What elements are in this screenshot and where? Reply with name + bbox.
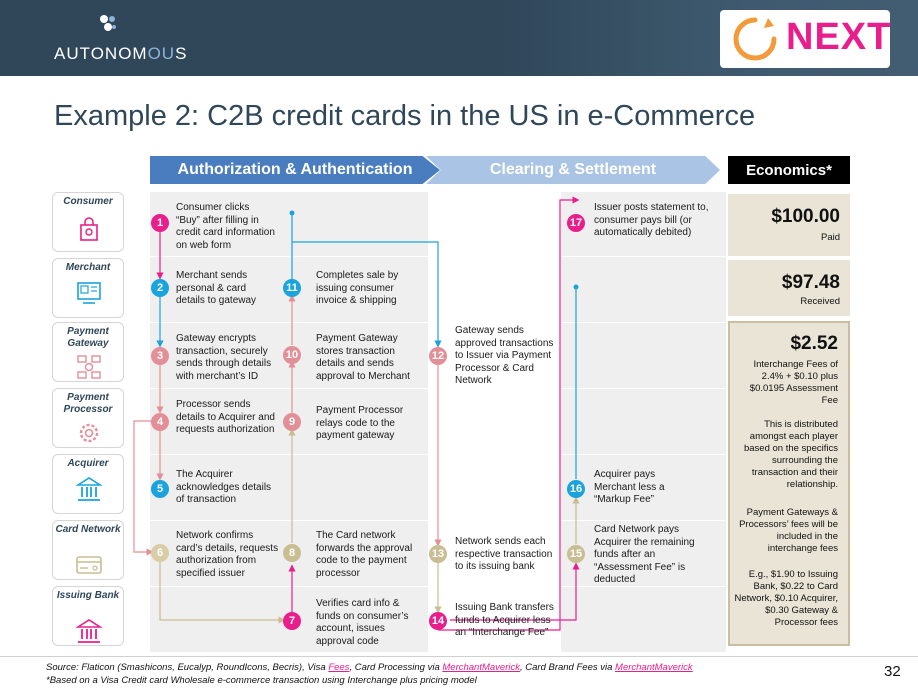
received-label: Received bbox=[800, 296, 840, 307]
actor-issuing-bank: Issuing Bank bbox=[52, 586, 124, 646]
clearing-column bbox=[428, 192, 561, 652]
step-12-marker: 12 bbox=[429, 347, 447, 365]
page-title: Example 2: C2B credit cards in the US in… bbox=[54, 100, 756, 132]
step-5-marker: 5 bbox=[151, 480, 169, 498]
paid-label: Paid bbox=[820, 232, 840, 243]
merchant-maverick-link[interactable]: MerchantMaverick bbox=[442, 662, 520, 673]
fees-amount: $2.52 bbox=[790, 333, 838, 354]
step-15-text: Card Network pays Acquirer the remaining… bbox=[594, 524, 695, 585]
step-8-marker: 8 bbox=[283, 544, 301, 562]
band-clearing: Clearing & Settlement bbox=[426, 156, 720, 184]
step-9-marker: 9 bbox=[283, 413, 301, 431]
gear-icon bbox=[79, 423, 99, 443]
footnote: *Based on a Visa Credit card Wholesale e… bbox=[46, 675, 477, 686]
shopping-bag-icon bbox=[80, 217, 98, 241]
fees-example: E.g., $1.90 to Issuing Bank, $0.22 to Ca… bbox=[734, 569, 839, 628]
bank-icon bbox=[75, 477, 103, 501]
step-5-text: The Acquirer acknowledges details of tra… bbox=[176, 469, 272, 505]
actor-payment-gateway: Payment Gateway bbox=[52, 322, 124, 382]
page-number: 32 bbox=[884, 663, 901, 680]
economics-paid-box: $100.00 Paid bbox=[728, 194, 850, 256]
economics-received-box: $97.48 Received bbox=[728, 260, 850, 316]
step-7-text: Verifies card info & funds on consumer’s… bbox=[316, 598, 409, 647]
step-1-text: Consumer clicks “Buy” after filling in c… bbox=[176, 202, 275, 251]
step-4-marker: 4 bbox=[151, 413, 169, 431]
step-17-marker: 17 bbox=[567, 214, 585, 232]
actor-acquirer: Acquirer bbox=[52, 454, 124, 514]
step-7-marker: 7 bbox=[283, 612, 301, 630]
step-6-marker: 6 bbox=[151, 544, 169, 562]
actor-card-network: Card Network bbox=[52, 520, 124, 580]
step-16-marker: 16 bbox=[567, 480, 585, 498]
step-11-marker: 11 bbox=[283, 279, 301, 297]
merchant-maverick-fees-link[interactable]: MerchantMaverick bbox=[615, 662, 693, 673]
step-14-marker: 14 bbox=[429, 612, 447, 630]
row-divider bbox=[150, 388, 726, 389]
actor-consumer: Consumer bbox=[52, 192, 124, 252]
received-amount: $97.48 bbox=[781, 272, 840, 293]
step-12-text: Gateway sends approved transactions to I… bbox=[455, 325, 554, 386]
row-divider bbox=[150, 454, 726, 455]
network-gateway-icon bbox=[77, 355, 101, 379]
step-11-text: Completes sale by issuing consumer invoi… bbox=[316, 270, 399, 306]
bank-building-icon bbox=[75, 619, 103, 643]
credit-card-icon bbox=[76, 556, 102, 574]
source-line: Source: Flaticon (Smashicons, Eucalyp, R… bbox=[46, 662, 693, 673]
step-4-text: Processor sends details to Acquirer and … bbox=[176, 399, 275, 435]
step-10-text: Payment Gateway stores transaction detai… bbox=[316, 333, 410, 382]
band-authorization: Authorization & Authentication bbox=[150, 156, 440, 184]
next-brand: NEXT bbox=[786, 16, 892, 58]
step-13-marker: 13 bbox=[429, 545, 447, 563]
step-10-marker: 10 bbox=[283, 346, 301, 364]
fees-gateway-note: Payment Gateways & Processors’ fees will… bbox=[739, 507, 838, 554]
autonomous-brand: AUTONOMOUS bbox=[54, 44, 188, 63]
step-14-text: Issuing Bank transfers funds to Acquirer… bbox=[455, 602, 554, 638]
step-3-text: Gateway encrypts transaction, securely s… bbox=[176, 333, 272, 382]
actor-merchant: Merchant bbox=[52, 258, 124, 318]
step-15-marker: 15 bbox=[567, 545, 585, 563]
storefront-icon bbox=[77, 282, 101, 304]
step-2-marker: 2 bbox=[151, 279, 169, 297]
autonomous-logo-icon bbox=[100, 15, 116, 31]
fees-distribution: This is distributed amongst each player … bbox=[743, 419, 838, 490]
step-8-text: The Card network forwards the approval c… bbox=[316, 530, 413, 579]
paid-amount: $100.00 bbox=[771, 206, 840, 227]
next-refresh-icon bbox=[733, 17, 777, 61]
row-divider bbox=[150, 322, 726, 323]
step-16-text: Acquirer pays Merchant less a “Markup Fe… bbox=[594, 469, 665, 505]
step-9-text: Payment Processor relays code to the pay… bbox=[316, 405, 404, 441]
step-17-text: Issuer posts statement to, consumer pays… bbox=[594, 202, 709, 238]
step-6-text: Network confirms card’s details, request… bbox=[176, 530, 279, 579]
fees-description: Interchange Fees of 2.4% + $0.10 plus $0… bbox=[749, 359, 838, 406]
step-2-text: Merchant sends personal & card details t… bbox=[176, 270, 257, 306]
actor-payment-processor: Payment Processor bbox=[52, 388, 124, 448]
row-divider bbox=[150, 520, 726, 521]
footer bbox=[0, 656, 918, 689]
economics-fees-box: $2.52 Interchange Fees of 2.4% + $0.10 p… bbox=[728, 321, 850, 646]
row-divider bbox=[150, 256, 726, 257]
step-3-marker: 3 bbox=[151, 347, 169, 365]
band-economics: Economics* bbox=[728, 156, 850, 184]
step-1-marker: 1 bbox=[151, 214, 169, 232]
visa-fees-link[interactable]: Fees bbox=[328, 662, 350, 673]
step-13-text: Network sends each respective transactio… bbox=[455, 536, 553, 572]
